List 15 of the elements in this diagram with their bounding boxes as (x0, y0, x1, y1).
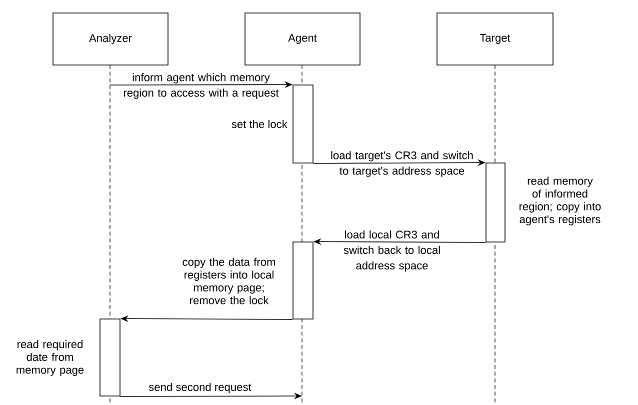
participant-box: Analyzer (52, 12, 168, 66)
activation-bar (486, 162, 506, 242)
note-text: read memory of informed region; copy into agent's registers (520, 176, 601, 226)
note-text: set the lock (232, 120, 288, 128)
edge-label: load local CR3 and switch back to local address space (344, 230, 440, 272)
note-text: copy the data from registers into local memory page; remove the lock (182, 258, 275, 304)
note-text: read required date from memory page (16, 340, 84, 376)
participant-box: Target (436, 12, 554, 66)
edge-label: send second request (148, 382, 252, 394)
activation-bar (292, 242, 314, 320)
activation-bar (100, 318, 120, 396)
activation-bar (292, 84, 314, 164)
edge-label: load target's CR3 and switch to target's address space (331, 151, 473, 177)
participant-box: Agent (244, 12, 360, 66)
edge-label: inform agent which memory region to access with a request (124, 73, 279, 99)
